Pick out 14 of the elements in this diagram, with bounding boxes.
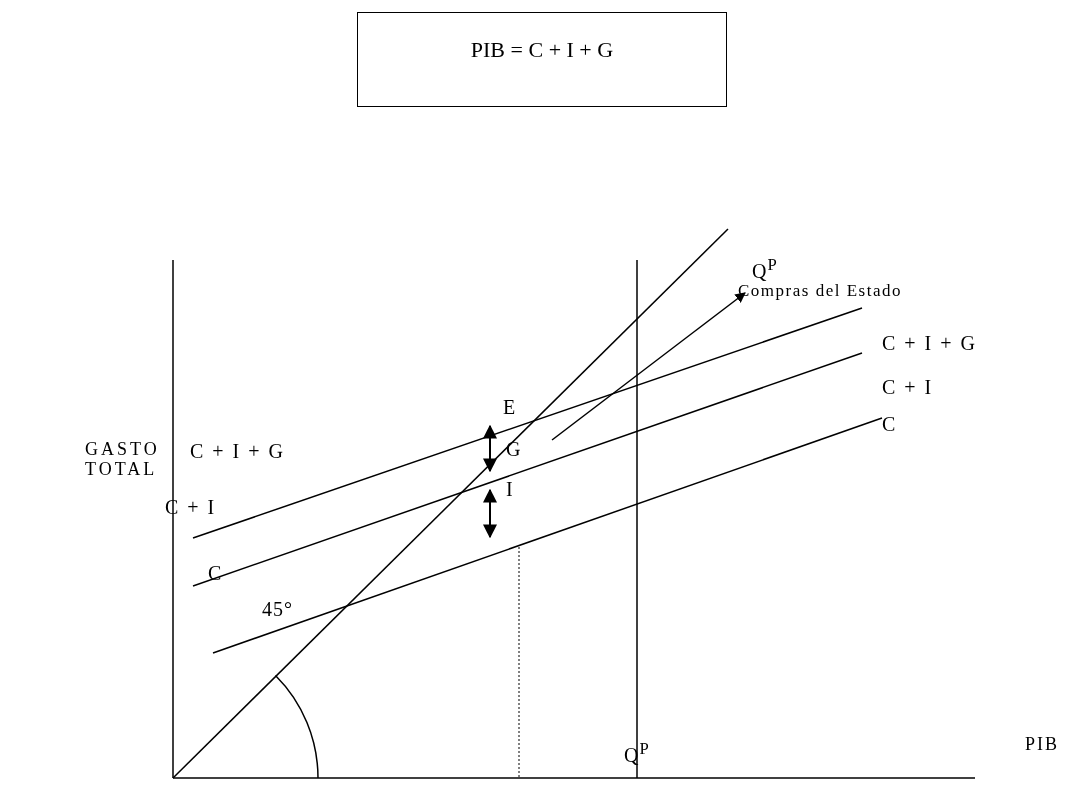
angle-label: 45° <box>262 598 293 620</box>
formula-text: PIB = C + I + G <box>469 37 615 63</box>
measure-label: I <box>506 478 513 500</box>
axis-label: Q$^{P}$ <box>752 256 778 282</box>
formula-box <box>357 12 727 107</box>
axis-label: PIB <box>1025 735 1059 755</box>
line-label: C + I + G <box>882 332 977 354</box>
arrow-label: Compras del Estado <box>738 282 902 301</box>
point-label: E <box>503 396 516 418</box>
line-label: C + I <box>882 376 934 398</box>
line-label: C + I + G <box>190 440 285 462</box>
line-label: C <box>882 413 898 435</box>
measure-label: G <box>506 438 521 460</box>
axis-label: GASTO TOTAL <box>85 440 161 480</box>
